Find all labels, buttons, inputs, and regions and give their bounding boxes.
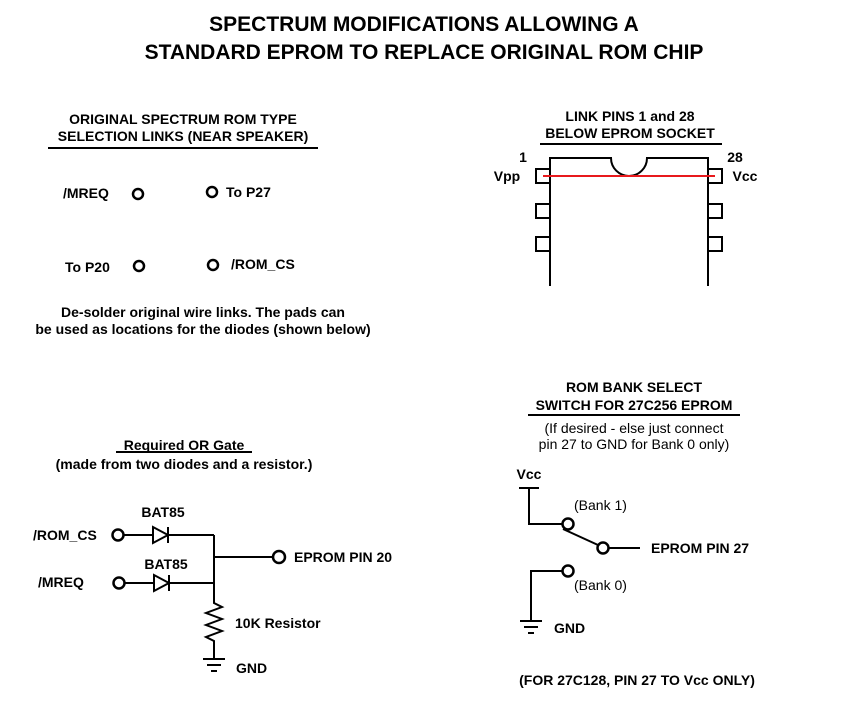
rom-links-note-1: De-solder original wire links. The pads …: [61, 304, 345, 320]
output-label-pin-27: EPROM PIN 27: [651, 540, 749, 556]
bank-0-label: (Bank 0): [574, 577, 627, 593]
bank-1-label: (Bank 1): [574, 497, 627, 513]
bank-switch-footnote: (FOR 27C128, PIN 27 TO Vcc ONLY): [519, 672, 755, 688]
input-label-rom-cs: /ROM_CS: [33, 527, 97, 543]
diode-1-label: BAT85: [141, 504, 185, 520]
input-terminal-rom-cs: [111, 528, 125, 542]
socket-pin-2: [535, 203, 551, 219]
rom-links-heading-2: SELECTION LINKS (NEAR SPEAKER): [58, 128, 308, 144]
bank-switch-heading-2: SWITCH FOR 27C256 EPROM: [536, 397, 733, 413]
pad-to-p27: [205, 185, 219, 199]
bank-switch-gnd-label: GND: [554, 620, 585, 636]
pad-label-to-p27: To P27: [226, 184, 271, 200]
wire: [530, 570, 562, 620]
pin-28-number: 28: [727, 149, 743, 165]
title-line-1: SPECTRUM MODIFICATIONS ALLOWING A: [209, 13, 639, 36]
eprom-socket-outline: [549, 157, 709, 286]
rom-links-note-2: be used as locations for the diodes (sho…: [35, 321, 370, 337]
rom-links-heading-1: ORIGINAL SPECTRUM ROM TYPE: [69, 111, 297, 127]
diode-2-symbol: [153, 573, 172, 593]
socket-pin-26: [707, 236, 723, 252]
pad-label-rom-cs: /ROM_CS: [231, 256, 295, 272]
pad-mreq: [131, 187, 145, 201]
diode-2-label: BAT85: [144, 556, 188, 572]
rom-links-section: ORIGINAL SPECTRUM ROM TYPE SELECTION LIN…: [35, 111, 370, 337]
diode-1-symbol: [152, 525, 171, 545]
resistor-label: 10K Resistor: [235, 615, 321, 631]
switch-contact-bank-0: [561, 564, 575, 578]
resistor-symbol: [203, 600, 225, 658]
switch-common-contact: [596, 541, 610, 555]
or-gate-section: Required OR Gate (made from two diodes a…: [33, 437, 392, 676]
ground-icon: [203, 658, 225, 672]
pin-28-name: Vcc: [733, 168, 758, 184]
socket-pin-27: [707, 203, 723, 219]
input-terminal-mreq: [112, 576, 126, 590]
bank-switch-note-2: pin 27 to GND for Bank 0 only): [539, 436, 730, 452]
ground-icon: [520, 620, 542, 634]
bank-switch-note-1: (If desired - else just connect: [545, 420, 724, 436]
or-gate-subheading: (made from two diodes and a resistor.): [56, 456, 313, 472]
pin-1-number: 1: [519, 149, 527, 165]
input-label-mreq: /MREQ: [38, 574, 84, 590]
pad-label-to-p20: To P20: [65, 259, 110, 275]
socket-heading-1: LINK PINS 1 and 28: [565, 108, 694, 124]
bank-switch-section: ROM BANK SELECT SWITCH FOR 27C256 EPROM …: [517, 379, 755, 688]
switch-contact-bank-1: [561, 517, 575, 531]
wire: [528, 488, 562, 525]
switch-lever: [562, 528, 599, 546]
pin-1-name: Vpp: [494, 168, 520, 184]
title-line-2: STANDARD EPROM TO REPLACE ORIGINAL ROM C…: [145, 41, 704, 64]
output-terminal-pin-20: [271, 549, 287, 565]
socket-pin-3: [535, 236, 551, 252]
socket-section: LINK PINS 1 and 28 BELOW EPROM SOCKET 1 …: [494, 108, 758, 286]
or-gate-gnd-label: GND: [236, 660, 267, 676]
pad-rom-cs: [206, 258, 220, 272]
vcc-label: Vcc: [517, 466, 542, 482]
socket-heading-2: BELOW EPROM SOCKET: [545, 125, 715, 141]
pad-to-p20: [132, 259, 146, 273]
pad-label-mreq: /MREQ: [63, 185, 109, 201]
bank-switch-heading-1: ROM BANK SELECT: [566, 379, 703, 395]
or-gate-heading: Required OR Gate: [124, 437, 245, 453]
output-label-pin-20: EPROM PIN 20: [294, 549, 392, 565]
